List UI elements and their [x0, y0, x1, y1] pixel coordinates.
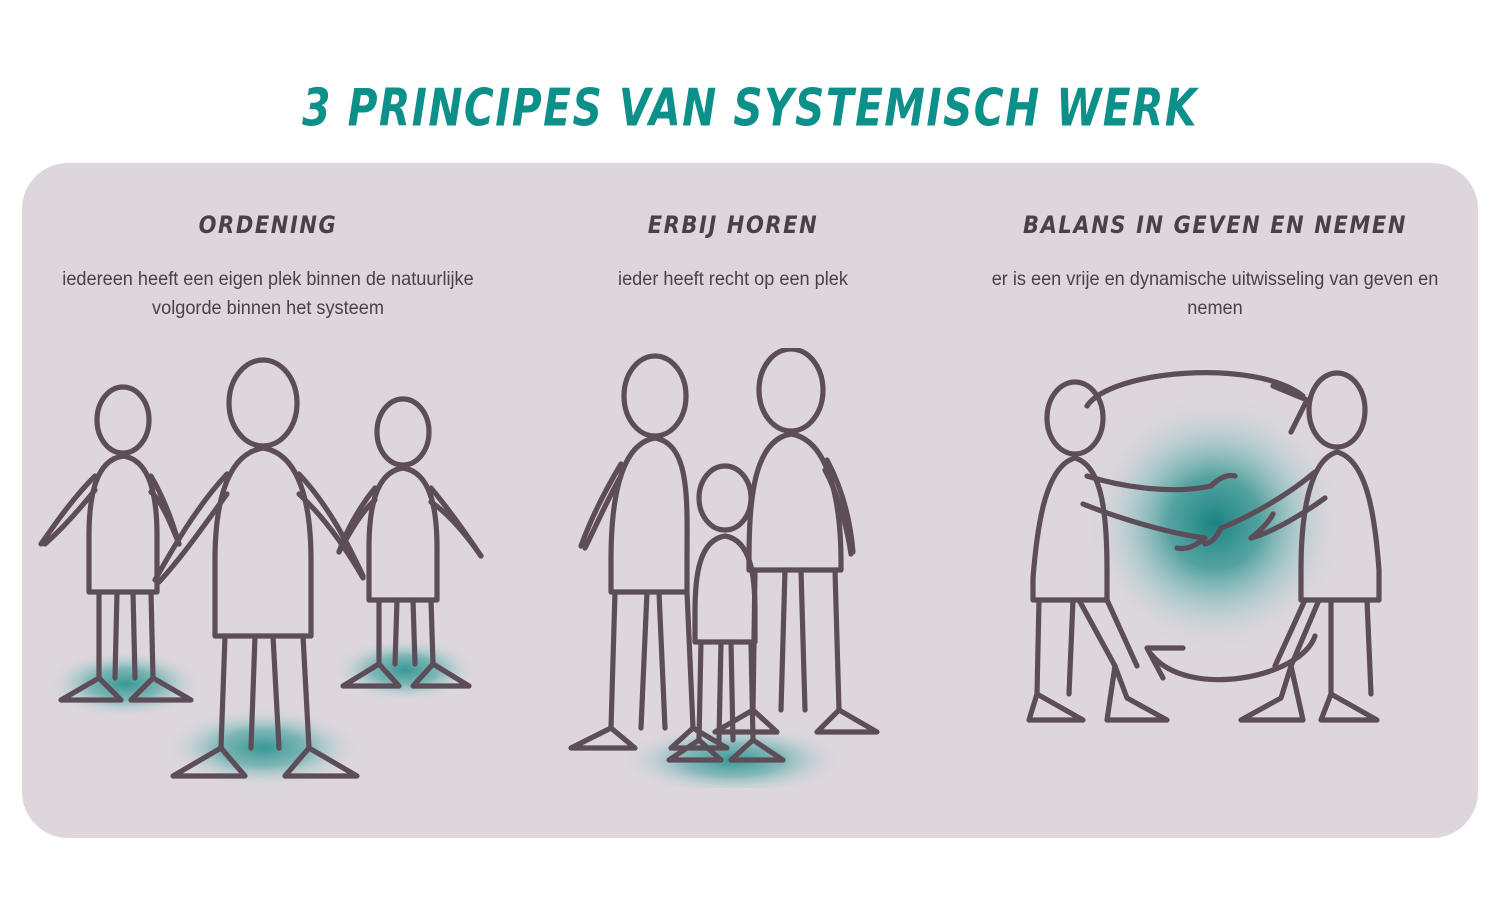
principle-column-balans: BALANS IN GEVEN EN NEMEN er is een vrije… [952, 163, 1478, 838]
arrow-give-icon [1084, 370, 1310, 435]
illustration-erbij-horen [514, 348, 952, 788]
principles-card: ORDENING iedereen heeft een eigen plek b… [22, 163, 1478, 838]
figure-adult-left [568, 353, 730, 751]
figure-exchange-left [1026, 379, 1238, 723]
principle-body-ordening: iedereen heeft een eigen plek binnen de … [62, 268, 474, 319]
page-title: 3 PRINCIPES VAN SYSTEMISCH WERK [302, 78, 1198, 138]
family-figures-svg [568, 348, 880, 788]
figure-left [38, 384, 194, 703]
glow-ellipse-left [47, 650, 203, 718]
glow-ellipse-center [165, 708, 361, 788]
glow-ellipse-right [333, 638, 477, 702]
illustration-balans [952, 348, 1478, 788]
figure-exchange-right [1202, 370, 1382, 723]
principle-heading-ordening: ORDENING [198, 211, 338, 239]
figure-right [336, 396, 484, 689]
figure-center [152, 357, 366, 779]
principle-body-erbij-horen: ieder heeft recht op een plek [618, 268, 848, 290]
illustration-ordening [22, 348, 514, 788]
principle-heading-balans: BALANS IN GEVEN EN NEMEN [1022, 211, 1408, 239]
principle-body-balans: er is een vrije en dynamische uitwisseli… [991, 268, 1439, 319]
figure-child [666, 463, 786, 763]
arrow-take-icon [1144, 633, 1318, 683]
exchange-figures-svg [1026, 370, 1382, 723]
three-figures-svg [38, 357, 484, 788]
principle-column-erbij-horen: ERBIJ HOREN ieder heeft recht op een ple… [514, 163, 952, 838]
glow-circle-center [1083, 391, 1347, 655]
principle-column-ordening: ORDENING iedereen heeft een eigen plek b… [22, 163, 514, 838]
principle-heading-erbij-horen: ERBIJ HOREN [647, 211, 819, 239]
principles-columns: ORDENING iedereen heeft een eigen plek b… [22, 163, 1478, 838]
